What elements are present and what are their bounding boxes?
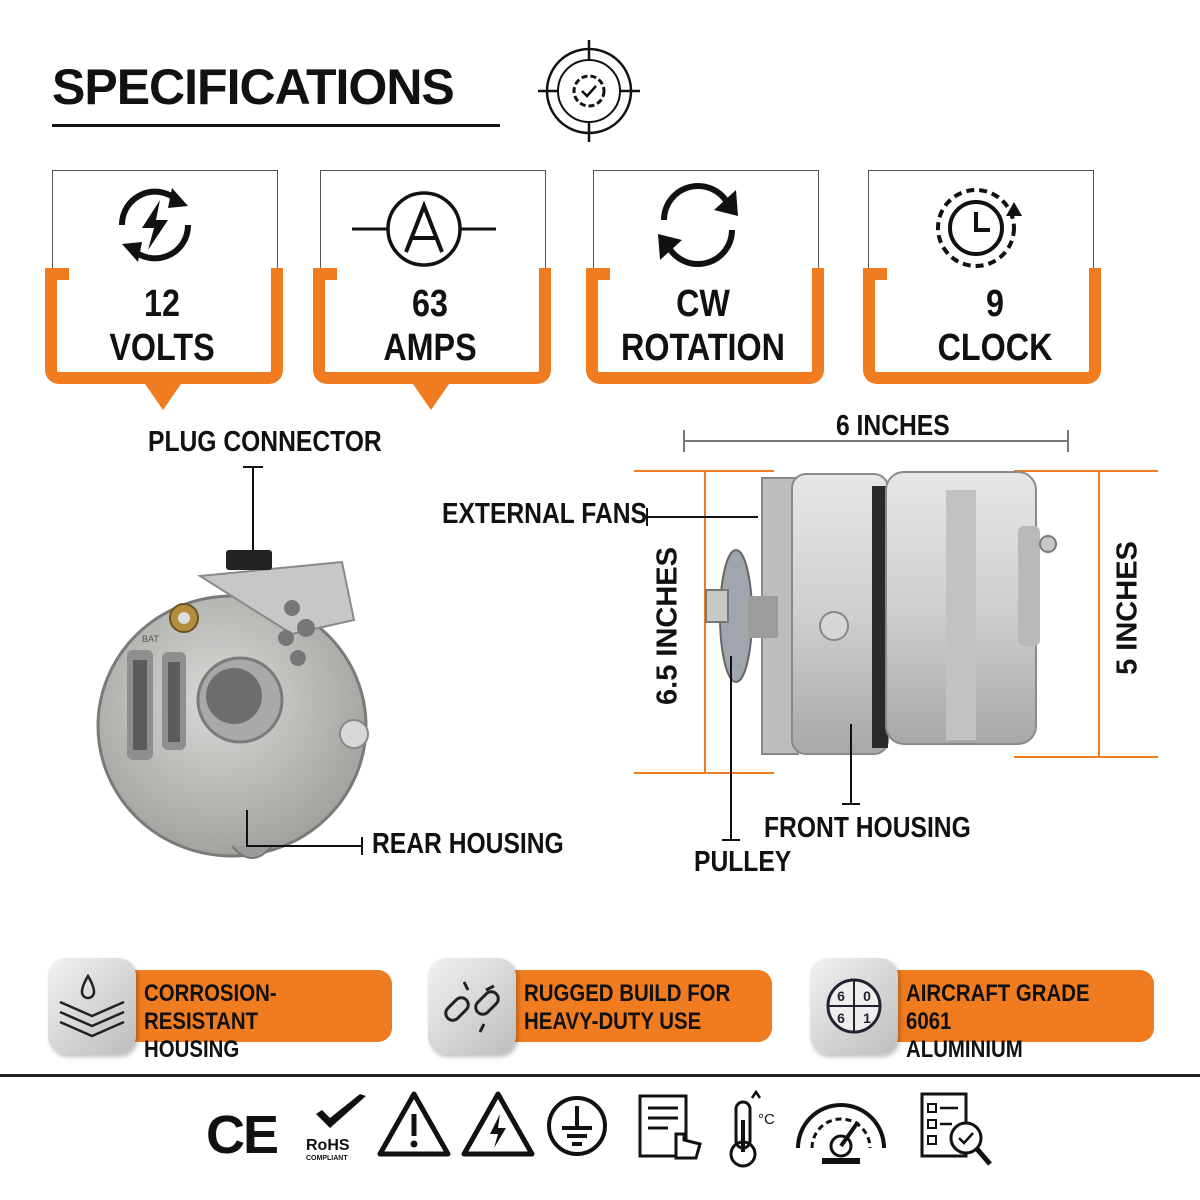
pulley-label: PULLEY xyxy=(694,846,792,878)
spec-unit-rotation: ROTATION xyxy=(621,327,785,369)
digit-6: 6 xyxy=(837,988,845,1004)
spec-value-clock: 9 xyxy=(986,283,1004,325)
pulley-leader-tick xyxy=(722,839,740,841)
external-fans-label: EXTERNAL FANS xyxy=(442,498,647,530)
height-left-dimension-label: 6.5 INCHES xyxy=(651,547,684,705)
width-dimension-line xyxy=(684,440,1068,442)
spec-value-volts: 12 xyxy=(144,283,180,325)
alternator-side-view-image xyxy=(705,471,1057,755)
rear-housing-leader-v xyxy=(246,810,248,846)
width-dimension-label: 6 INCHES xyxy=(836,410,950,442)
plug-connector-leader-tick xyxy=(243,466,263,468)
pressure-gauge-icon xyxy=(796,1103,886,1164)
corrosion-layers-icon xyxy=(48,958,136,1054)
width-dimension-tick-right xyxy=(1067,430,1069,452)
feature-aluminium: 6 0 6 1 AIRCRAFT GRADE 6061 ALUMINIUM xyxy=(810,958,1156,1063)
rohs-label: RoHS xyxy=(306,1137,350,1154)
height-right-guide-top xyxy=(1014,470,1158,472)
spec-unit-clock: CLOCK xyxy=(937,327,1053,369)
feature-text: AIRCRAFT GRADE 6061 ALUMINIUM xyxy=(906,980,1090,1063)
rohs-badge: RoHS COMPLIANT xyxy=(306,1092,376,1164)
feature-bar xyxy=(884,970,1154,1042)
feature-rugged-build: RUGGED BUILD FOR HEAVY-DUTY USE xyxy=(428,958,774,1054)
external-fans-leader-tick xyxy=(646,508,648,526)
clockwise-rotation-icon xyxy=(658,183,738,267)
digit-6b: 6 xyxy=(837,1010,845,1026)
temperature-unit: °C xyxy=(758,1111,775,1128)
spec-card-volts-base xyxy=(45,268,283,384)
card-pointer xyxy=(145,384,181,410)
feature-bar xyxy=(122,970,392,1042)
rohs-compliant-label: COMPLIANT xyxy=(306,1155,348,1162)
footer-divider xyxy=(0,1074,1200,1077)
pulley-leader xyxy=(730,656,732,840)
feature-text: CORROSION-RESISTANT HOUSING xyxy=(144,980,277,1063)
spec-card-rotation-base xyxy=(586,268,824,384)
manual-document-icon xyxy=(638,1094,702,1160)
ground-icon xyxy=(547,1096,607,1156)
feature-corrosion-resistant: CORROSION-RESISTANT HOUSING xyxy=(48,958,394,1063)
height-right-dimension-label: 5 INCHES xyxy=(1111,541,1144,675)
front-housing-leader-tick xyxy=(842,803,860,805)
clock-position-icon xyxy=(936,188,1022,268)
height-right-dimension-line xyxy=(1098,470,1100,758)
gear-check-target-icon xyxy=(538,40,640,142)
digit-1: 1 xyxy=(863,1010,871,1026)
high-voltage-icon xyxy=(461,1091,535,1157)
feature-text: RUGGED BUILD FOR HEAVY-DUTY USE xyxy=(524,980,731,1035)
alternator-rear-view-image: BAT xyxy=(96,550,369,859)
warning-icon xyxy=(377,1091,451,1157)
plug-connector-leader xyxy=(252,466,254,552)
spec-value-amps: 63 xyxy=(412,283,448,325)
voltage-cycle-icon xyxy=(118,188,192,262)
spec-card-clock-base xyxy=(863,268,1101,384)
card-pointer xyxy=(413,384,449,410)
spec-value-rotation: CW xyxy=(676,283,730,325)
element-6061-icon: 6 0 6 1 xyxy=(810,958,898,1054)
feature-bar xyxy=(502,970,772,1042)
rear-housing-leader-h xyxy=(246,845,362,847)
broken-chain-icon xyxy=(428,958,516,1054)
front-housing-label: FRONT HOUSING xyxy=(764,812,971,844)
title-underline xyxy=(52,124,500,127)
bat-stamp: BAT xyxy=(142,634,159,644)
rear-housing-leader-tick xyxy=(361,837,363,855)
plug-connector-label: PLUG CONNECTOR xyxy=(148,426,382,458)
digit-0: 0 xyxy=(863,988,871,1004)
inspection-checklist-icon xyxy=(920,1092,992,1166)
height-right-guide-bottom xyxy=(1014,756,1158,758)
width-dimension-tick-left xyxy=(683,430,685,452)
page-title: SPECIFICATIONS xyxy=(52,59,455,115)
ammeter-icon xyxy=(352,191,496,267)
rear-housing-label: REAR HOUSING xyxy=(372,828,564,860)
spec-unit-volts: VOLTS xyxy=(109,327,215,369)
external-fans-leader xyxy=(646,516,758,518)
front-housing-leader xyxy=(850,724,852,804)
spec-unit-amps: AMPS xyxy=(383,327,477,369)
ce-mark: CE xyxy=(206,1105,279,1165)
thermometer-icon: °C xyxy=(729,1090,775,1168)
check-icon xyxy=(316,1094,366,1128)
spec-card-amps-base xyxy=(313,268,551,384)
